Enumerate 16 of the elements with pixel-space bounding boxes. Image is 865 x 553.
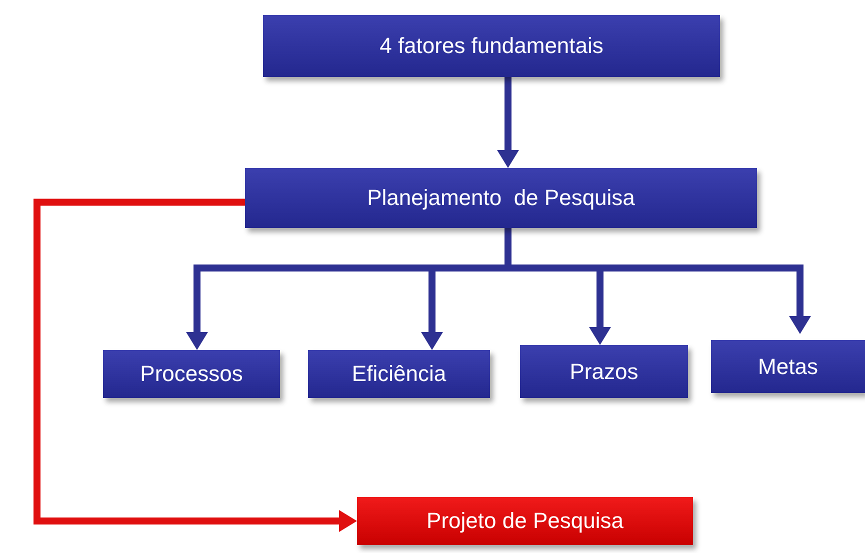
box-label: Prazos: [570, 358, 638, 384]
process-box: [263, 15, 720, 77]
arrow: [497, 77, 519, 168]
process-box: [103, 350, 280, 398]
process-box: [711, 340, 865, 393]
box-label: 4 fatores fundamentais: [380, 33, 604, 59]
box-label: Planejamento de Pesquisa: [367, 185, 635, 211]
process-box: [357, 497, 693, 545]
box-label: Eficiência: [352, 361, 446, 387]
process-box: [520, 345, 688, 398]
arrow: [34, 198, 357, 532]
process-box: [308, 350, 490, 398]
box-label: Projeto de Pesquisa: [426, 508, 624, 534]
box-label: Metas: [758, 354, 818, 380]
process-box: [245, 168, 757, 228]
box-label: Processos: [140, 361, 243, 387]
